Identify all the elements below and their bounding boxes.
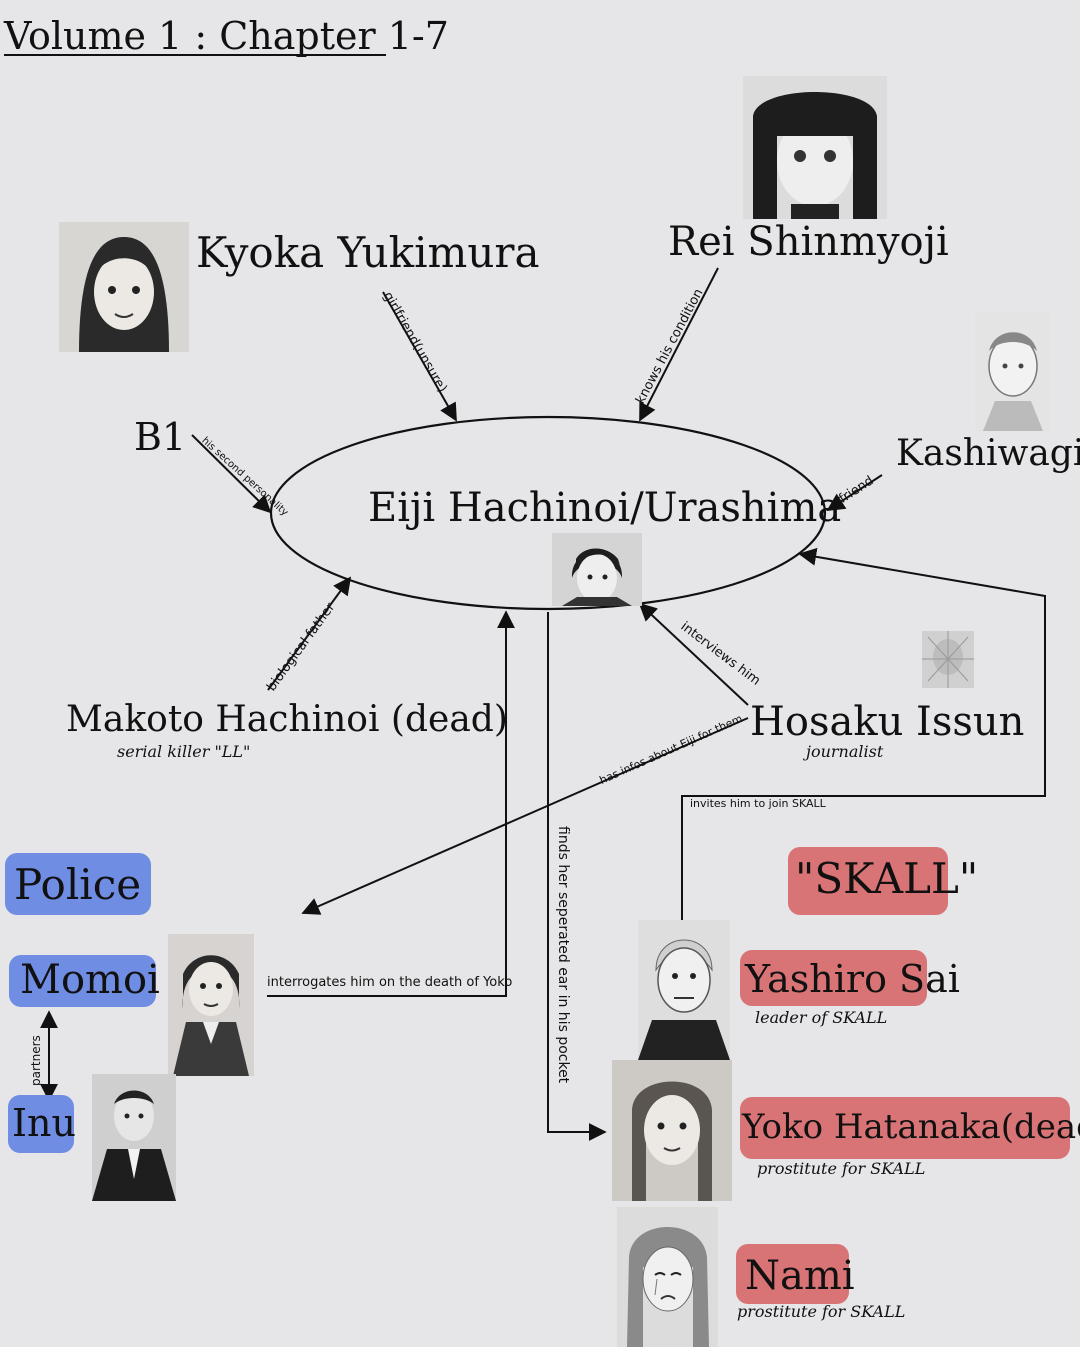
relation-label-momoi: interrogates him on the death of Yoko [267,975,513,990]
yashiro-name: Yashiro Sai [745,957,960,1001]
yoko-portrait-icon [612,1060,732,1201]
skall-group-highlight [788,847,948,915]
arrow-kyoka [382,291,457,422]
arrow-momoi [267,610,515,997]
momoi-portrait-icon [168,934,254,1076]
momoi-name: Momoi [20,957,160,1003]
arrow-ear [547,612,607,1141]
police-label: Police [14,860,142,909]
nami-highlight [736,1244,849,1304]
yoko-name: Yoko Hatanaka(dead) [742,1107,1080,1147]
police-group-highlight [5,853,151,915]
yoko-sub: prostitute for SKALL [757,1159,926,1178]
hosaku-portrait-icon [922,631,974,688]
kyoka-portrait-icon [59,222,189,352]
arrow-rei [639,267,719,422]
inu-portrait-icon [92,1074,176,1201]
rei-portrait-icon [743,76,887,219]
yashiro-portrait-icon [638,920,730,1060]
makoto-name: Makoto Hachinoi (dead) [66,699,508,740]
arrow-hosaku-center [638,602,749,706]
title-underline [4,54,386,56]
relation-label-ear: finds her seperated ear in his pocket [555,826,571,1084]
hosaku-name: Hosaku Issun [750,699,1025,745]
nami-name: Nami [745,1253,855,1299]
arrow-hosaku-police [301,717,749,915]
skall-label: "SKALL" [795,854,979,903]
kashiwagi-name: Kashiwagi [896,433,1080,474]
nami-portrait-icon [617,1207,718,1347]
nami-sub: prostitute for SKALL [737,1302,906,1321]
relation-label-partners: partners [29,1035,43,1086]
yashiro-sub: leader of SKALL [755,1008,888,1027]
page-title: Volume 1 : Chapter 1-7 [4,14,449,58]
hosaku-sub: journalist [806,742,884,761]
arrow-makoto [267,576,352,691]
kashiwagi-portrait-icon [975,311,1050,431]
makoto-sub: serial killer "LL" [117,742,251,761]
momoi-highlight [9,955,156,1007]
rei-name: Rei Shinmyoji [668,219,949,265]
yashiro-highlight [740,950,927,1006]
arrow-yashiro [681,547,1046,920]
arrow-kashiwagi [826,474,883,511]
relation-label-yashiro: invites him to join SKALL [690,797,826,810]
inu-highlight [8,1095,74,1153]
kyoka-name: Kyoka Yukimura [196,228,540,277]
eiji-portrait-icon [552,533,642,606]
arrow-b1 [191,434,272,514]
inu-name: Inu [12,1101,76,1145]
center-name: Eiji Hachinoi/Urashima [368,485,842,531]
yoko-highlight [740,1097,1070,1159]
b1-name: B1 [134,415,187,459]
